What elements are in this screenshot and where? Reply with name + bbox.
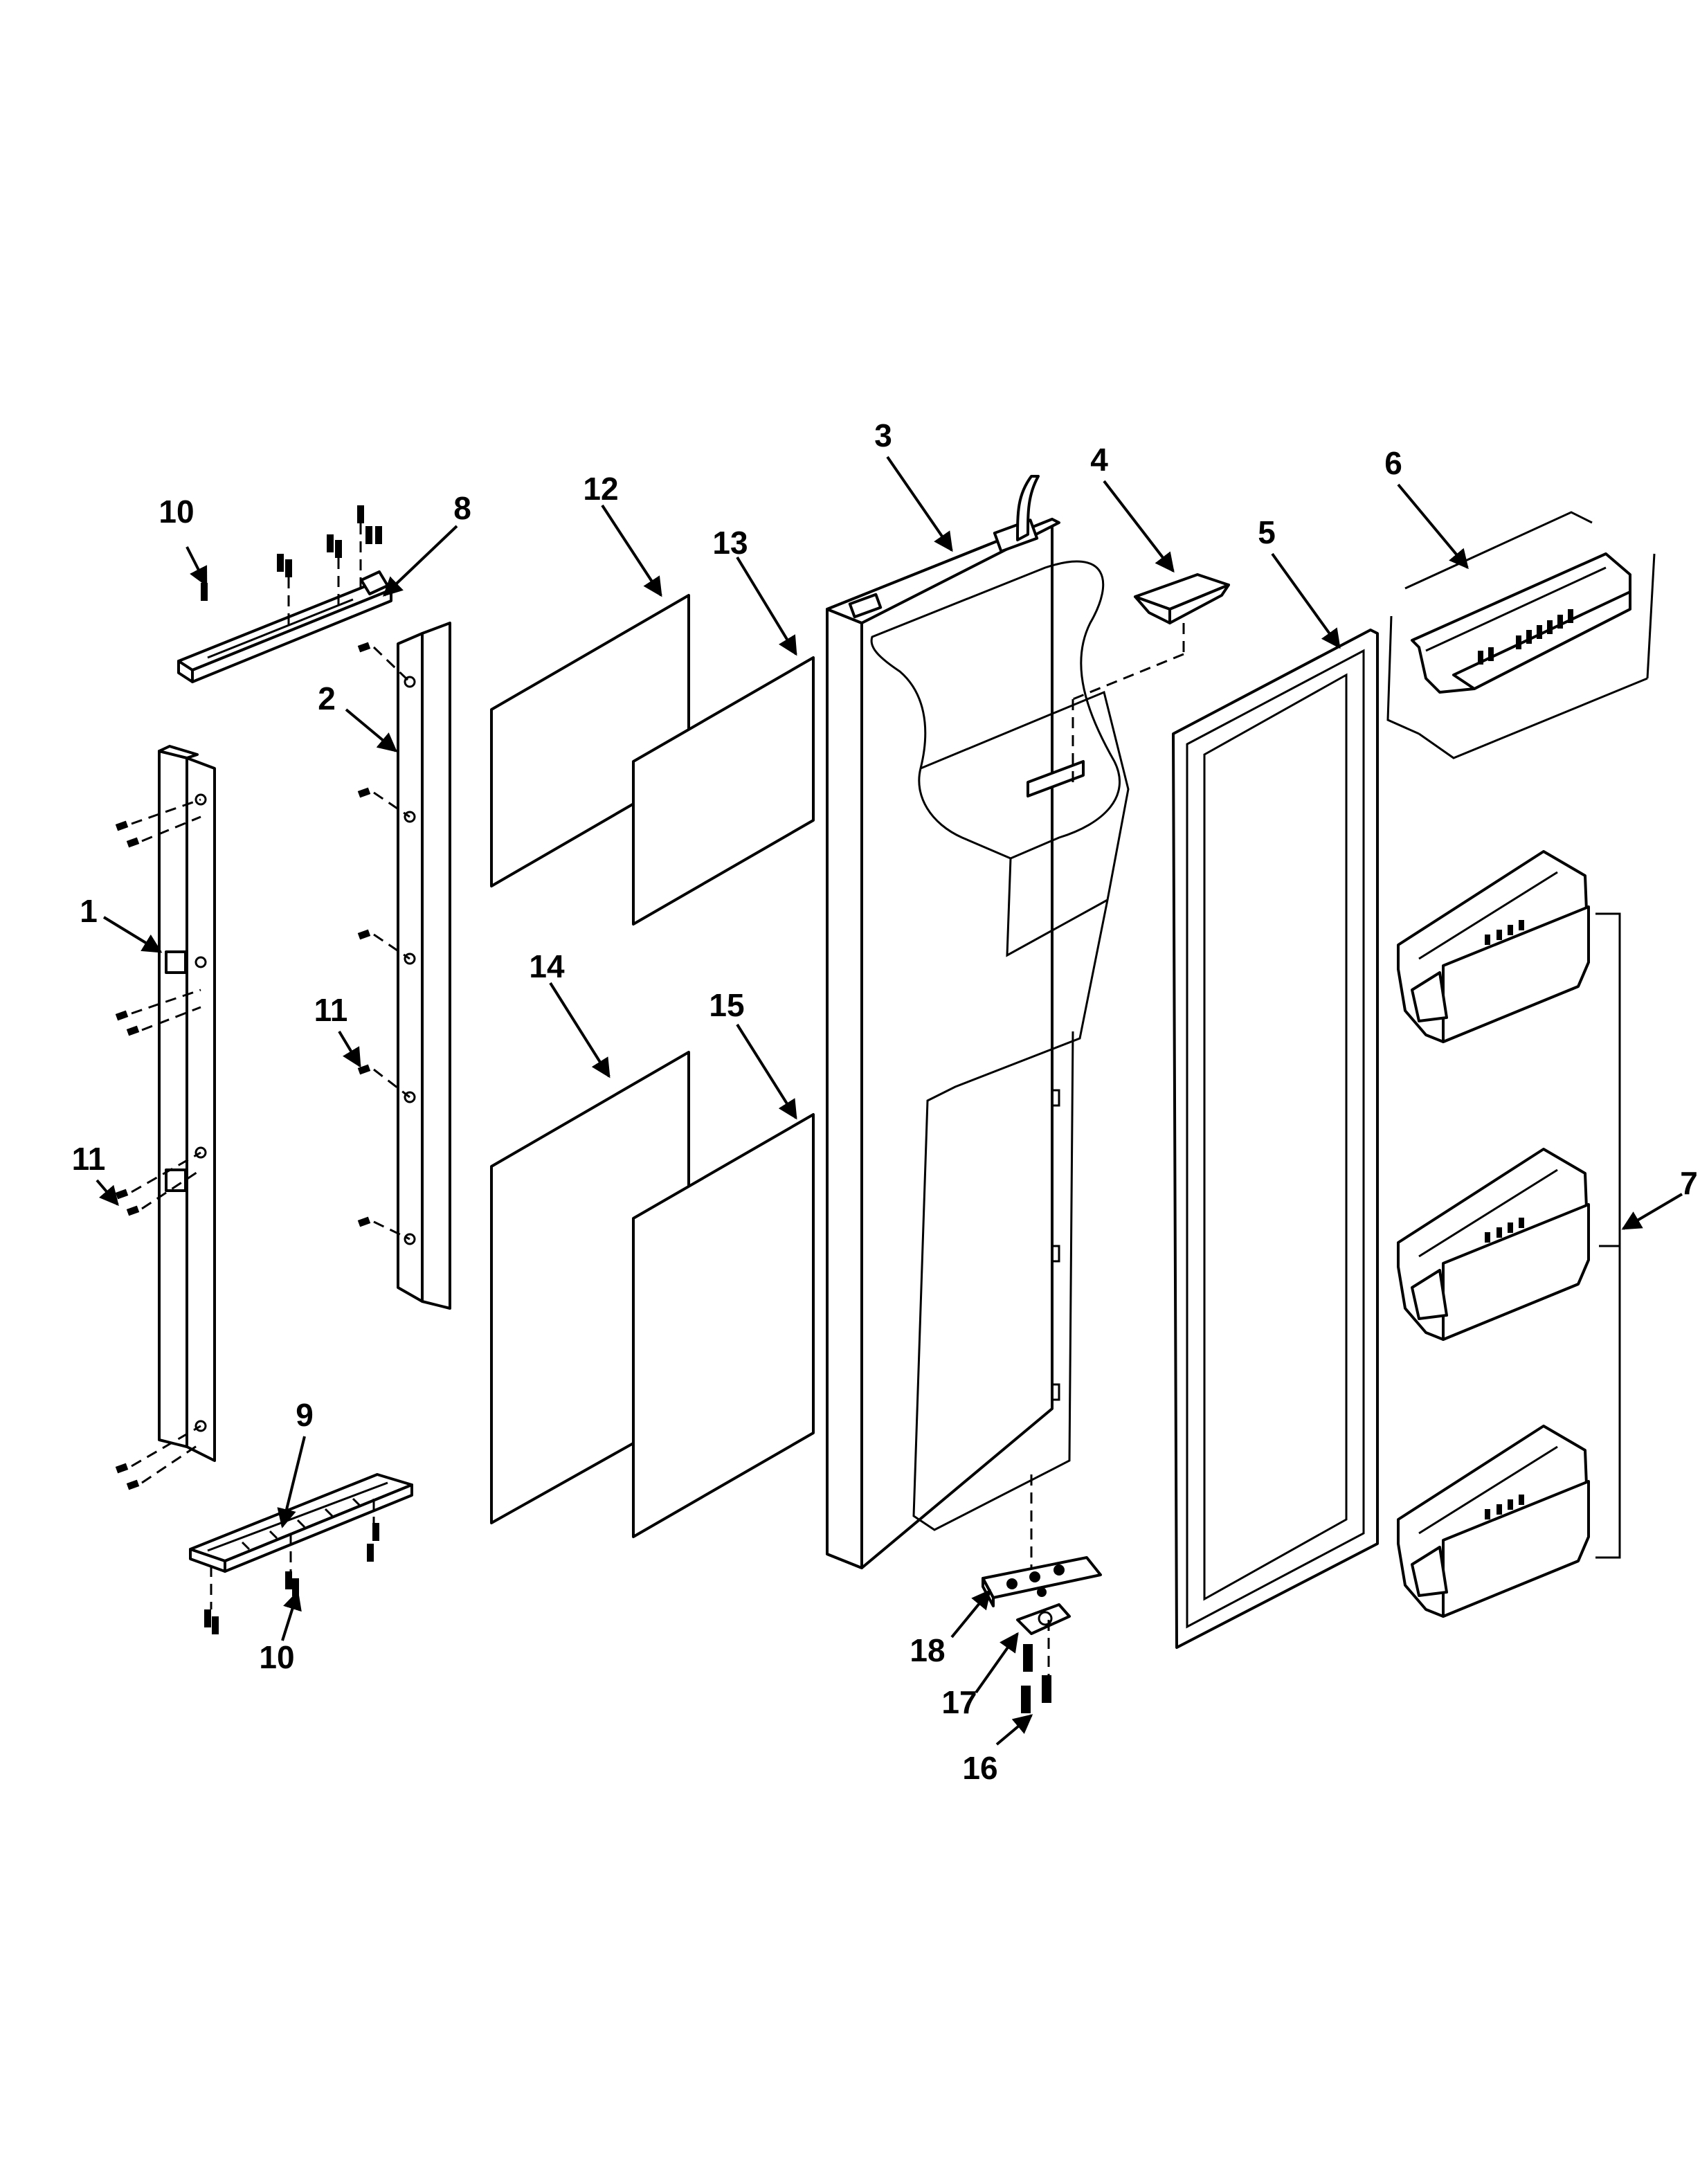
top-bracket-screws: [201, 505, 382, 626]
callout-11-left: 11: [72, 1141, 106, 1177]
part-upper-panel-front: [632, 656, 815, 926]
callout-10-bottom: 10: [259, 1639, 294, 1675]
callout-7: 7: [1680, 1165, 1698, 1201]
callout-15: 15: [709, 987, 744, 1023]
callout-12: 12: [583, 471, 618, 507]
callout-11-right: 11: [314, 992, 348, 1028]
callout-2: 2: [318, 680, 336, 716]
part-lower-panel-front: [632, 1113, 815, 1538]
part-insert: [1071, 573, 1230, 782]
callout-6: 6: [1384, 445, 1402, 481]
callout-18: 18: [910, 1632, 945, 1668]
callout-8: 8: [453, 490, 471, 526]
part-door-bin-3: [1397, 1425, 1590, 1618]
callout-13: 13: [712, 525, 748, 561]
part-hinge-bushing: [1016, 1603, 1071, 1635]
part-small-bin: [1386, 511, 1656, 759]
callout-17: 17: [941, 1684, 977, 1720]
bin-group-bracket: [1595, 912, 1621, 1559]
bottom-bracket-screws: [204, 1499, 379, 1634]
part-door-gasket: [1172, 629, 1379, 1649]
part-door-handle: [158, 745, 216, 1462]
small-bin-ribs: [1478, 609, 1573, 665]
callout-16: 16: [962, 1750, 997, 1786]
trim-screws: [357, 642, 411, 1240]
part-door-bin-1: [1397, 850, 1590, 1043]
part-bottom-bracket: [189, 1473, 413, 1573]
callout-10-top: 10: [159, 494, 194, 530]
callout-labels: 3 4 5 6 7 8 12 13 14 15 10 2 1 11 11 9 1…: [72, 417, 1698, 1786]
callout-3: 3: [874, 417, 892, 453]
part-trim-strip: [397, 622, 451, 1310]
part-top-bracket: [177, 570, 392, 683]
callout-1: 1: [80, 893, 98, 929]
part-hinge-plate: [982, 1556, 1102, 1607]
callout-14: 14: [529, 948, 565, 984]
part-hinge-screws: [1021, 1620, 1051, 1713]
handle-screws: [115, 798, 201, 1490]
part-door-liner: [826, 475, 1130, 1578]
callout-9: 9: [296, 1397, 314, 1433]
callout-4: 4: [1090, 442, 1108, 478]
part-door-bin-2: [1397, 1148, 1590, 1341]
callout-5: 5: [1258, 514, 1276, 550]
callout-leaders: [96, 455, 1683, 1746]
